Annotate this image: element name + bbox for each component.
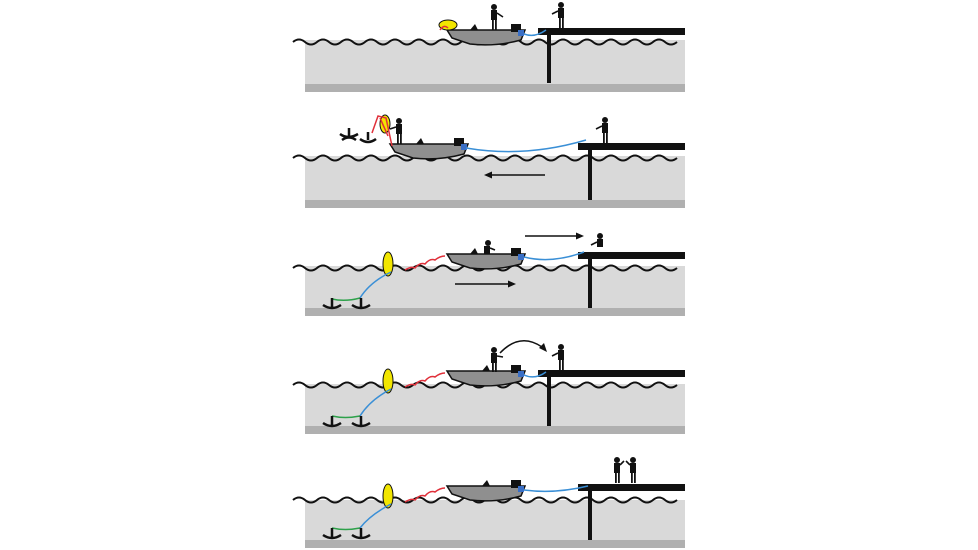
anchor-line [359, 503, 392, 529]
anchor-rope [439, 25, 449, 31]
person-icon [625, 457, 636, 483]
buoy-icon [382, 251, 394, 277]
water-body [305, 40, 685, 88]
boat-icon [445, 24, 527, 46]
dock-deck [578, 484, 685, 491]
anchor-icon [351, 416, 371, 428]
anchor-icon [322, 416, 342, 428]
lake-bottom [305, 200, 685, 208]
person-icon [484, 240, 496, 254]
boat-icon [445, 480, 527, 502]
lake-bottom [305, 308, 685, 316]
dock-deck [578, 252, 685, 259]
arrow-icon [484, 171, 545, 179]
anchor-icon [322, 298, 342, 310]
boat-icon [445, 365, 527, 387]
dock-piling [588, 148, 592, 200]
buoy-icon [438, 19, 458, 31]
dock-piling [588, 489, 592, 540]
dock [578, 484, 685, 540]
anchor-line [359, 388, 392, 417]
buoy-icon [382, 483, 394, 509]
person-icon [595, 117, 608, 143]
water-surface-wave [292, 154, 678, 162]
dock-piling [547, 33, 551, 83]
dock-line [523, 485, 589, 493]
anchor-line [359, 271, 392, 299]
dock-line [523, 371, 547, 378]
panel-4 [292, 340, 685, 434]
lake-bottom [305, 426, 685, 434]
person-icon [614, 457, 625, 483]
dock-deck [578, 143, 685, 150]
lake-bottom [305, 84, 685, 92]
anchor-icon [339, 128, 377, 144]
anchor-icon [322, 528, 342, 540]
anchor-chain [331, 297, 361, 302]
dock-line [523, 29, 547, 37]
panel-1 [292, 2, 685, 92]
panel-3 [292, 232, 685, 316]
dock-line [465, 139, 587, 153]
person-icon [491, 4, 504, 30]
boat-icon [388, 138, 470, 160]
dock-piling [547, 375, 551, 426]
panel-2 [292, 114, 685, 208]
dock-deck [538, 370, 685, 377]
boat-icon [445, 248, 527, 270]
dock-deck [538, 28, 685, 35]
panel-5 [292, 457, 685, 548]
water-body [305, 156, 685, 204]
arrow-icon [525, 232, 584, 240]
buoy-icon [382, 368, 394, 394]
dock-piling [588, 257, 592, 308]
lake-bottom [305, 540, 685, 548]
anchor-rope [371, 115, 393, 147]
person-icon [491, 347, 504, 372]
anchor-rope [404, 487, 446, 503]
arrow-icon [455, 280, 516, 288]
dock-line [523, 251, 585, 261]
anchor-rope [404, 255, 446, 271]
water-body [305, 266, 685, 312]
dock [578, 252, 685, 308]
person-icon [551, 2, 564, 28]
anchor-rope [404, 372, 446, 388]
dock [538, 370, 685, 426]
anchor-chain [331, 415, 361, 419]
person-icon [389, 118, 402, 144]
dock [578, 143, 685, 200]
arrow-icon [499, 340, 547, 354]
person-icon [590, 233, 603, 247]
person-icon [551, 344, 564, 370]
anchor-chain [331, 527, 361, 531]
dock [538, 28, 685, 83]
anchor-icon [351, 528, 371, 540]
anchor-icon [351, 298, 371, 310]
